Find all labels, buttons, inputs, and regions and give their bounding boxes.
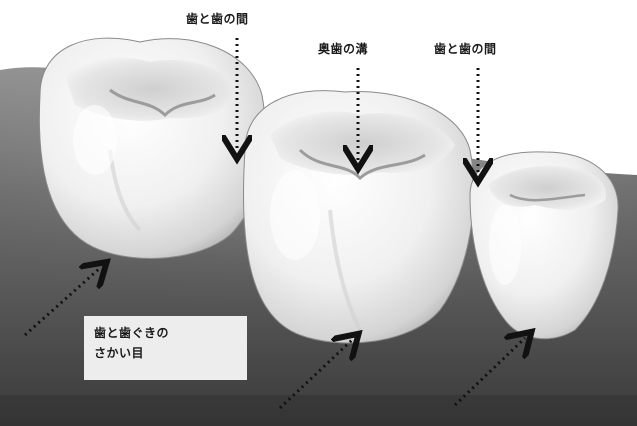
left-molar xyxy=(39,38,265,258)
label-molar-groove: 奥歯の溝 xyxy=(318,40,368,57)
gum-line-label-line1: 歯と歯ぐきの xyxy=(94,323,247,343)
gum-line-label-box: 歯と歯ぐきの さかい目 xyxy=(84,316,247,380)
gum-line-label-line2: さかい目 xyxy=(94,343,247,363)
label-between-teeth-right: 歯と歯の間 xyxy=(434,40,497,57)
label-between-teeth-left: 歯と歯の間 xyxy=(186,10,249,27)
